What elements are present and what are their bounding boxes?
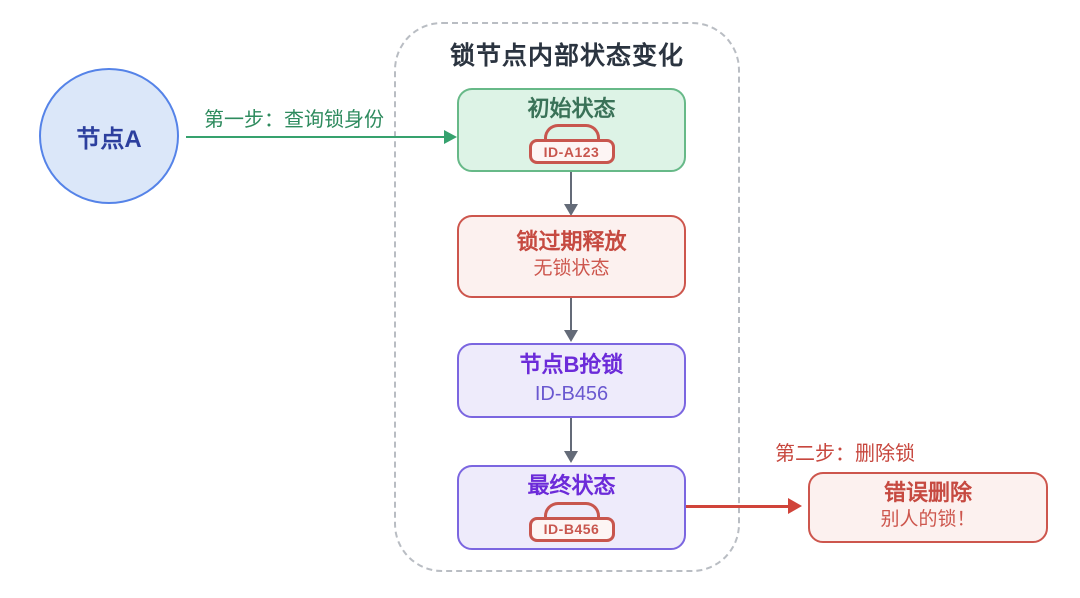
flow-arrow-1-line — [570, 172, 572, 205]
state-initial-box: 初始状态 ID-A123 — [457, 88, 686, 172]
step1-label: 第一步：查询锁身份 — [204, 109, 384, 131]
flow-arrow-2-head-icon — [564, 330, 578, 342]
lock-body: ID-A123 — [528, 139, 615, 165]
lock-icon: ID-B456 — [528, 501, 615, 542]
flow-arrow-2-line — [570, 298, 572, 331]
lock-id-a: ID-A123 — [543, 143, 600, 160]
step2-label: 第二步：删除锁 — [775, 443, 915, 465]
state-grabbed-title: 节点B抢锁 — [519, 352, 624, 378]
step1-arrowhead-icon — [444, 130, 457, 144]
node-a-label: 节点A — [76, 125, 142, 153]
lock-node-container — [394, 22, 740, 572]
lock-shackle-icon — [543, 124, 600, 142]
state-final-box: 最终状态 ID-B456 — [457, 465, 686, 550]
state-expired-box: 锁过期释放 无锁状态 — [457, 215, 686, 298]
state-final-title: 最终状态 — [527, 473, 616, 499]
state-grabbed-subtitle: ID-B456 — [534, 382, 609, 405]
node-a-circle: 节点A — [39, 68, 179, 204]
state-expired-title: 锁过期释放 — [516, 229, 627, 255]
error-delete-title: 错误删除 — [883, 480, 972, 506]
step1-arrow-line — [186, 136, 444, 138]
error-delete-box: 错误删除 别人的锁！ — [808, 472, 1048, 543]
flow-arrow-3-line — [570, 418, 572, 452]
lock-icon: ID-A123 — [528, 124, 615, 165]
flow-arrow-1-head-icon — [564, 204, 578, 216]
lock-id-b: ID-B456 — [543, 521, 600, 538]
state-expired-subtitle: 无锁状态 — [533, 258, 610, 280]
state-grabbed-box: 节点B抢锁 ID-B456 — [457, 343, 686, 418]
container-title: 锁节点内部状态变化 — [449, 42, 684, 70]
error-delete-subtitle: 别人的锁！ — [880, 509, 976, 531]
state-initial-title: 初始状态 — [527, 95, 616, 121]
step2-arrowhead-icon — [788, 498, 802, 514]
lock-shackle-icon — [543, 501, 600, 519]
lock-body: ID-B456 — [528, 516, 615, 542]
flow-arrow-3-head-icon — [564, 451, 578, 463]
step2-arrow-line — [686, 505, 788, 508]
